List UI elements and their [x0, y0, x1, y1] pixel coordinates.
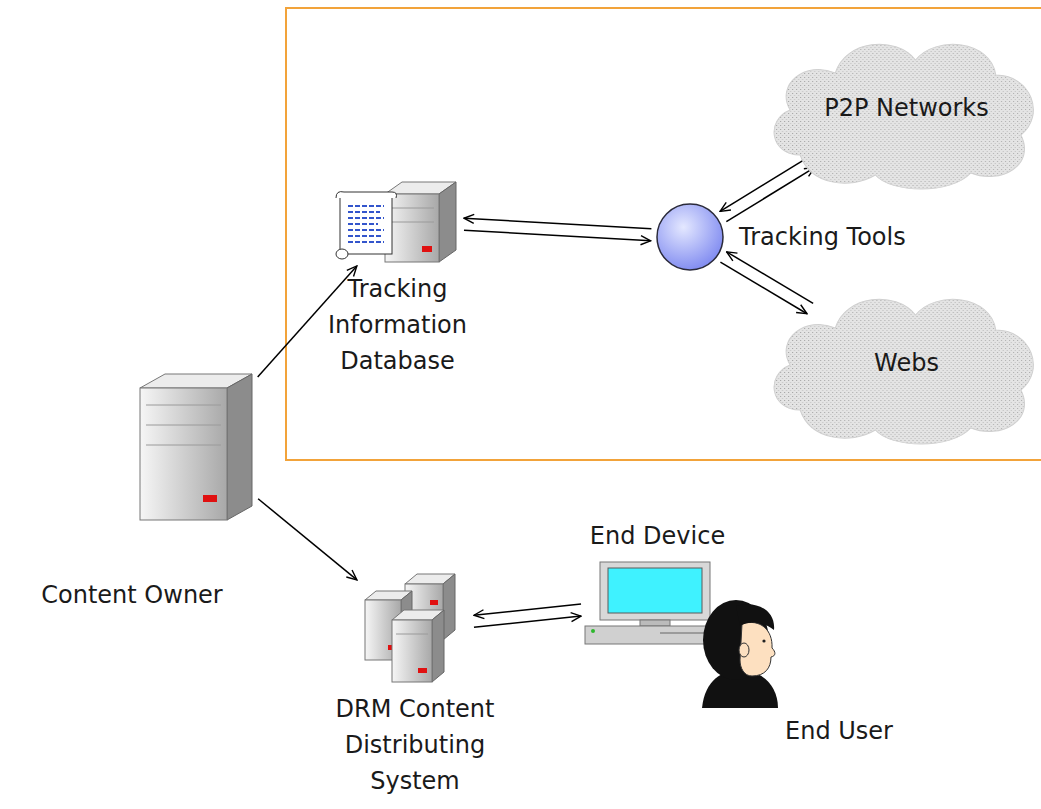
database-server-part: [422, 246, 432, 252]
content-owner-server-part: [146, 445, 221, 446]
arrow-connector: [258, 499, 357, 580]
drm-server-cluster: [365, 574, 455, 682]
desktop-computer-part: [591, 629, 595, 633]
server-node: Content Owner: [135, 372, 255, 522]
database-server-part: [385, 194, 439, 262]
arrow-connector: [720, 157, 808, 211]
node-label: Tracking Information Database: [310, 271, 485, 379]
drm-server-cluster-part: [418, 668, 427, 673]
user-figure: [702, 600, 778, 708]
document-scroll-part: [348, 223, 378, 225]
user-node: End User: [700, 598, 780, 708]
network-cloud: Webs: [760, 280, 1041, 445]
device-node: End Device: [585, 560, 730, 644]
arrow-connector: [464, 230, 651, 241]
desktop-computer-part: [640, 620, 670, 626]
content-owner-server-part: [140, 388, 227, 520]
tracking-region-frame: [286, 8, 1041, 460]
node-label: Tracking Tools: [739, 219, 906, 255]
document-scroll: [336, 192, 397, 259]
document-scroll-part: [348, 229, 384, 231]
tool-circle: Tracking Tools: [655, 202, 725, 272]
node-label: DRM Content Distributing System: [328, 691, 503, 799]
document-scroll-part: [348, 235, 382, 237]
desktop-computer-part: [600, 562, 710, 620]
document-scroll-part: [348, 205, 384, 207]
content-owner-server-part: [146, 405, 221, 406]
arrow-connector: [464, 218, 651, 229]
node-label: End Device: [590, 518, 725, 554]
circle-outline: [657, 204, 723, 270]
drm-server-cluster-part: [443, 574, 455, 640]
arrow-connector: [726, 167, 814, 221]
document-scroll-part: [340, 196, 392, 254]
database-node: Tracking Information Database: [335, 178, 460, 263]
user-figure-part: [762, 639, 765, 642]
desktop-computer-part: [608, 568, 702, 613]
document-scroll-part: [348, 211, 380, 213]
user-figure-part: [739, 643, 749, 657]
user-figure-part: [736, 604, 774, 630]
tracking-region-frame-part: [286, 8, 1041, 460]
user-figure-part: [740, 622, 775, 676]
database-server-part: [390, 208, 434, 209]
server-cluster-node: DRM Content Distributing System: [360, 570, 470, 685]
document-scroll-part: [348, 241, 384, 243]
arrow-connector: [727, 252, 814, 304]
arrow-connector: [720, 262, 807, 314]
node-label: Content Owner: [41, 577, 222, 613]
drm-server-cluster-part: [396, 634, 428, 635]
drm-server-cluster-part: [432, 610, 444, 682]
document-scroll-part: [348, 206, 384, 242]
drm-server-cluster-part: [430, 600, 438, 605]
node-label: Webs: [874, 345, 939, 381]
arrow-connector: [474, 616, 581, 627]
circle-shape: [655, 202, 725, 272]
document-scroll-part: [348, 217, 384, 219]
node-label: End User: [785, 713, 893, 749]
content-owner-server: [140, 374, 252, 520]
document-scroll-part: [336, 192, 397, 198]
cloud-outline: [774, 299, 1033, 444]
content-owner-server-part: [203, 495, 217, 502]
document-scroll-part: [336, 249, 348, 259]
arrow-connector: [474, 604, 581, 615]
database-server-part: [439, 182, 456, 262]
content-owner-server-part: [227, 374, 252, 520]
node-label: P2P Networks: [824, 90, 989, 126]
drm-server-cluster-part: [392, 620, 432, 682]
content-owner-server-part: [146, 425, 221, 426]
database-server-part: [390, 222, 434, 223]
cloud-outline: [774, 44, 1033, 189]
network-cloud: P2P Networks: [760, 25, 1041, 190]
